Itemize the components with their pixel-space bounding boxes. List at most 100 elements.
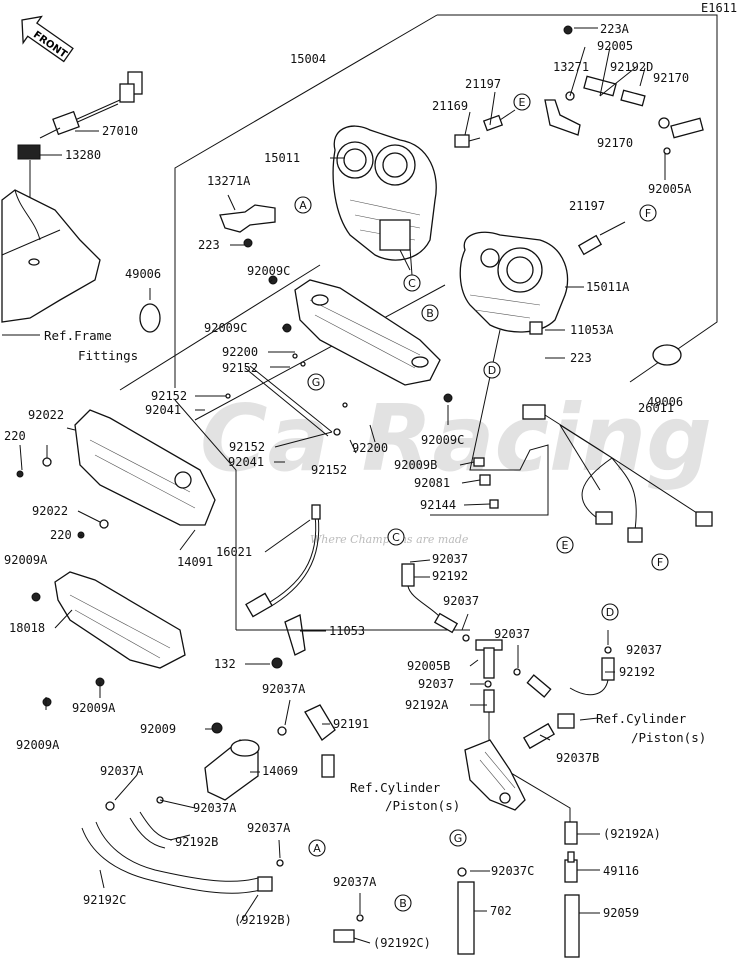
carburetor-front-icon xyxy=(332,125,437,271)
part-number-label: 11053A xyxy=(570,323,614,337)
part-number-label: 13280 xyxy=(65,148,101,162)
ref-cylinder-text-right: Ref.Cylinder /Piston(s) xyxy=(596,711,706,745)
hose-92192-right-icon xyxy=(522,646,615,750)
svg-text:G: G xyxy=(454,832,463,845)
part-number-label: (92192C) xyxy=(373,936,431,950)
washer-92152-icon xyxy=(225,393,231,399)
part-number-label: 18018 xyxy=(9,621,45,635)
hose-702-icon xyxy=(457,881,475,955)
part-number-label: 223 xyxy=(198,238,220,252)
callout-b2: B xyxy=(394,894,412,912)
part-number-label: 92005A xyxy=(648,182,692,196)
leader-lines xyxy=(19,27,666,944)
part-number-label: 92191 xyxy=(333,717,369,731)
clamp-92037c-icon xyxy=(457,867,467,877)
part-number-label: 92037 xyxy=(626,643,662,657)
svg-text:G: G xyxy=(312,376,321,389)
part-number-label: (92192B) xyxy=(234,913,292,927)
part-number-label: 92037A xyxy=(262,682,306,696)
part-number-label: 92037 xyxy=(418,677,454,691)
frame-reference xyxy=(1,189,101,336)
svg-text:Ref.Cylinder: Ref.Cylinder xyxy=(596,711,687,726)
svg-text:Ref.Cylinder: Ref.Cylinder xyxy=(350,780,441,795)
hose-outline-box xyxy=(236,329,549,631)
hose-92192-icon xyxy=(401,563,470,642)
part-number-label: 92037 xyxy=(443,594,479,608)
carburetor-rear-icon xyxy=(459,231,569,335)
watermark-text: Ca Racing xyxy=(200,385,712,492)
callout-g1: G xyxy=(307,373,325,391)
throttle-rod-icon xyxy=(244,365,333,437)
part-number-label: 92005 xyxy=(597,39,633,53)
callout-g2: G xyxy=(449,829,467,847)
part-number-label: 92037C xyxy=(491,864,534,878)
callout-e2: E xyxy=(556,536,574,554)
part-number-label: 92005B xyxy=(407,659,450,673)
bracket-13271a-icon xyxy=(219,204,276,248)
part-number-label: 92170 xyxy=(653,71,689,85)
part-number-label: 92022 xyxy=(32,504,68,518)
part-number-label: 92037A xyxy=(333,875,377,889)
part-number-label: 13271A xyxy=(207,174,251,188)
canister-14069-icon xyxy=(105,722,287,811)
callout-f1: F xyxy=(639,204,657,222)
part-number-label: 15011 xyxy=(264,151,300,165)
seal-49006-right-icon xyxy=(652,344,682,366)
part-number-label: 14091 xyxy=(177,555,213,569)
svg-text:Fittings: Fittings xyxy=(78,348,138,363)
part-number-label: 92192A xyxy=(405,698,449,712)
svg-text:D: D xyxy=(488,364,496,377)
part-number-label: 92037 xyxy=(494,627,530,641)
part-number-label: 92081 xyxy=(414,476,450,490)
part-number-label: 92009 xyxy=(140,722,176,736)
guide-lines xyxy=(119,264,446,421)
part-number-label: 21197 xyxy=(569,199,605,213)
washer-92152b-icon xyxy=(333,428,341,436)
svg-text:B: B xyxy=(426,307,434,320)
part-number-label: 16021 xyxy=(216,545,252,559)
part-number-label: 223A xyxy=(600,22,630,36)
part-number-label: 92037B xyxy=(556,751,599,765)
part-number-label: 92022 xyxy=(28,408,64,422)
part-number-label: 92059 xyxy=(603,906,639,920)
part-number-label: 92041 xyxy=(145,403,181,417)
svg-text:E: E xyxy=(519,96,526,109)
cover-18018-icon xyxy=(31,571,186,707)
part-number-label: 92041 xyxy=(228,455,264,469)
part-number-label: 13271 xyxy=(553,60,589,74)
part-number-label: 92009A xyxy=(72,701,116,715)
callout-e1: E xyxy=(513,93,531,111)
svg-text:C: C xyxy=(408,277,416,290)
svg-text:A: A xyxy=(313,842,321,855)
hose-92059-icon xyxy=(564,894,580,958)
part-number-label: 92037A xyxy=(247,821,291,835)
part-number-label: 220 xyxy=(50,528,72,542)
part-number-label: 15011A xyxy=(586,280,630,294)
part-number-label: 92192C xyxy=(83,893,126,907)
hose-92191-icon xyxy=(304,704,336,778)
part-number-label: 92037 xyxy=(432,552,468,566)
part-number-label: 21197 xyxy=(465,77,501,91)
svg-text:B: B xyxy=(399,897,407,910)
seal-49006-left-icon xyxy=(139,303,161,333)
svg-text:E: E xyxy=(562,539,569,552)
pilot-screw-icon xyxy=(577,221,626,256)
diagram-code: E1611 xyxy=(701,1,737,15)
part-number-label: 92009A xyxy=(4,553,48,567)
part-number-label: 92192 xyxy=(432,569,468,583)
part-number-label: 92009C xyxy=(247,264,290,278)
cover-14091-icon xyxy=(16,409,216,539)
part-number-label: 26011 xyxy=(638,401,674,415)
part-number-label: 702 xyxy=(490,904,512,918)
part-number-label: 49006 xyxy=(125,267,161,281)
part-number-label: 92170 xyxy=(597,136,633,150)
part-number-label: 92192 xyxy=(619,665,655,679)
part-number-label: 21169 xyxy=(432,99,468,113)
part-number-label: 15004 xyxy=(290,52,326,66)
part-number-label: 92037A xyxy=(193,801,237,815)
part-number-label: 223 xyxy=(570,351,592,365)
part-number-label: 92152 xyxy=(151,389,187,403)
part-number-label: 49116 xyxy=(603,864,639,878)
part-number-label: 92200 xyxy=(222,345,258,359)
